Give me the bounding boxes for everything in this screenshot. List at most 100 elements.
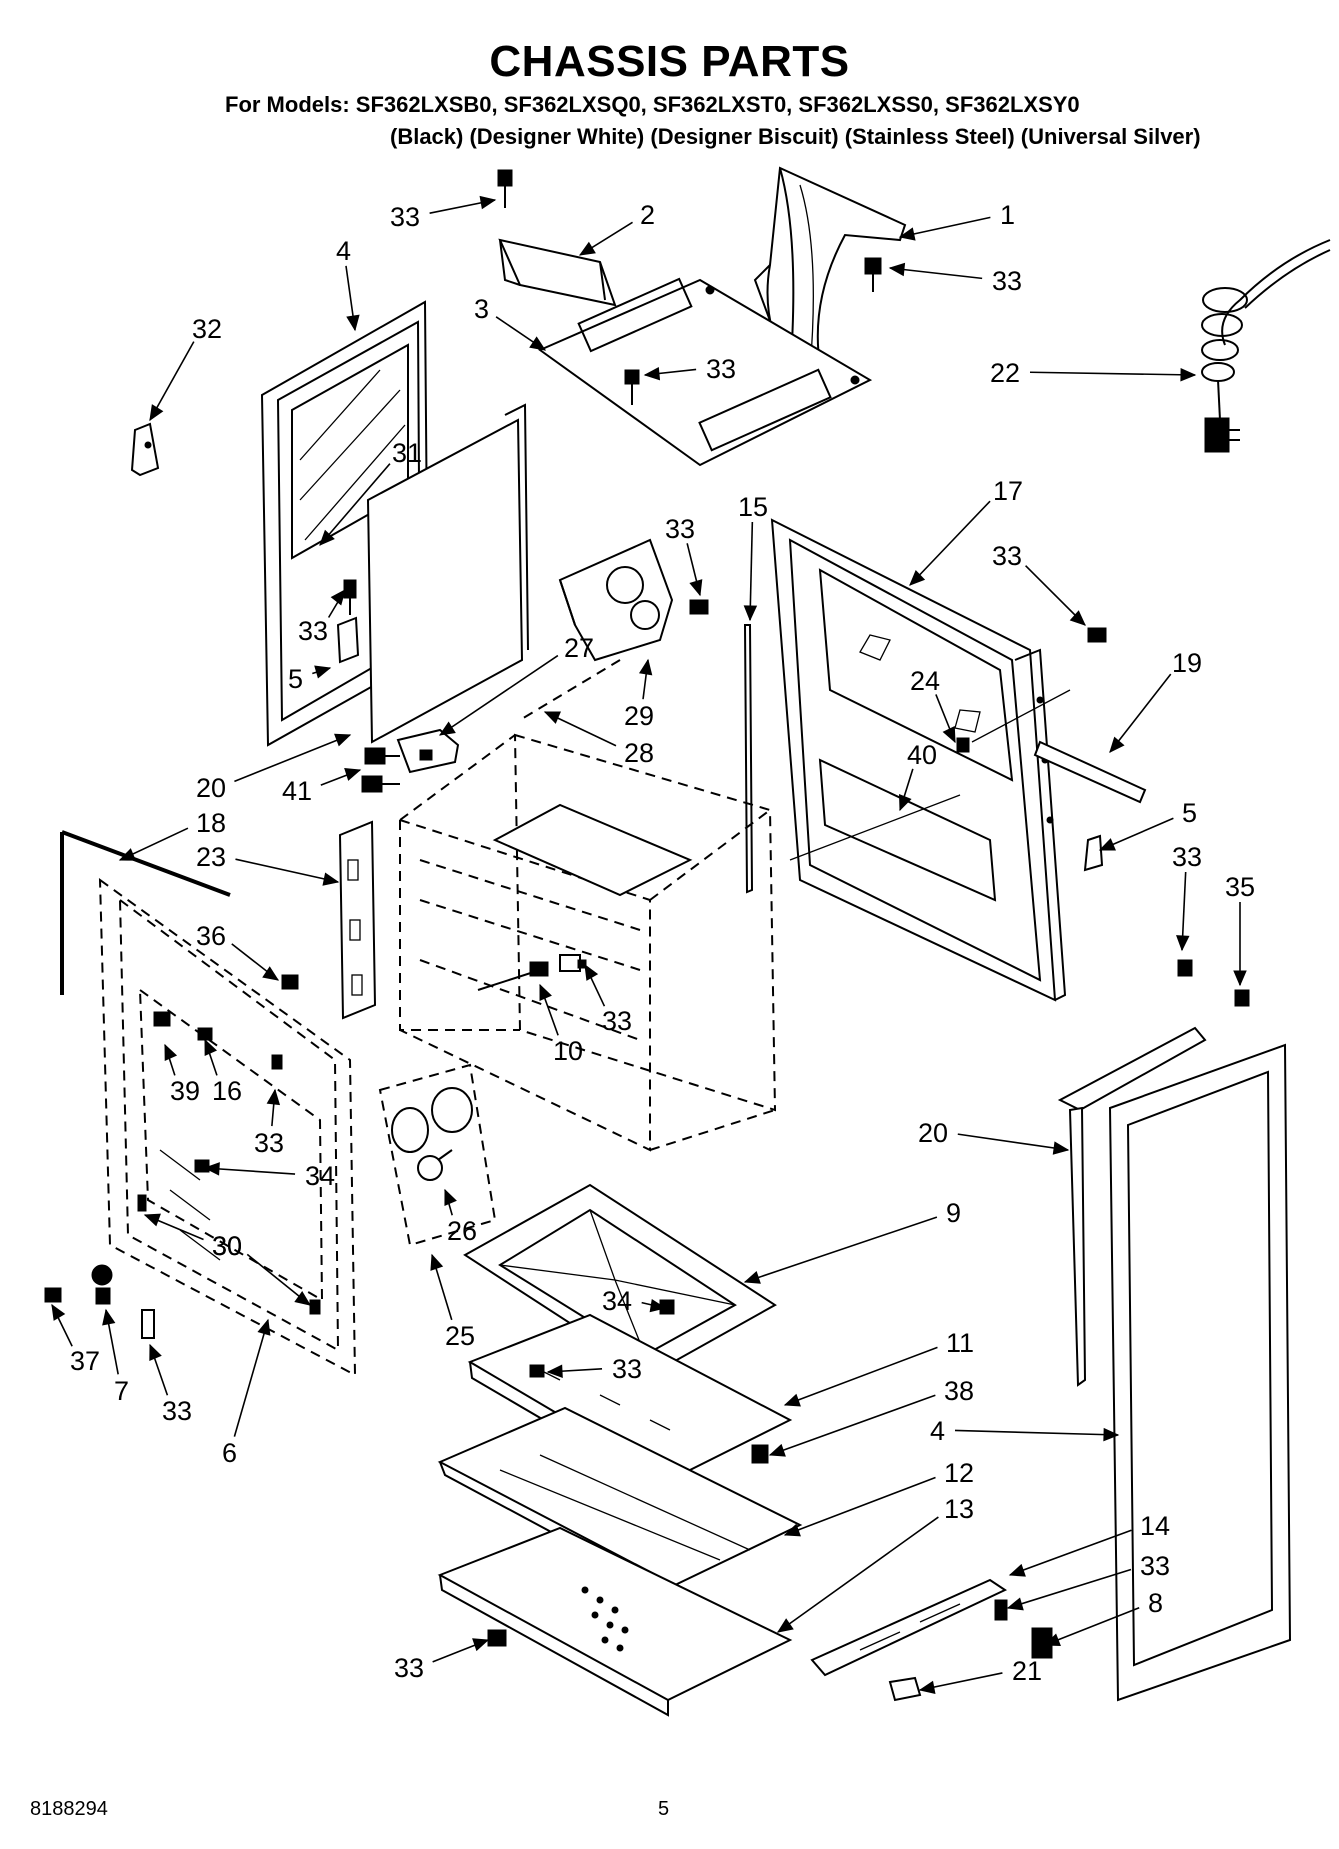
callout-label: 26 [447,1216,477,1246]
callout-33: 33 [546,1354,642,1384]
leader-arrowhead [1043,1633,1061,1647]
callout-9: 9 [743,1198,961,1284]
part-13-bottom-plate [437,1526,793,1717]
callout-25: 25 [430,1253,475,1351]
screw-33-rear [1087,627,1107,643]
leader-line [233,1319,269,1437]
callout-label: 6 [222,1438,237,1468]
part-32-bracket [130,422,160,477]
callout-label: 15 [738,492,768,522]
callout-label: 22 [990,358,1020,388]
callout-label: 33 [254,1128,284,1158]
callout-22: 22 [990,358,1197,388]
leader-arrowhead [1006,1597,1024,1611]
leader-arrowhead [898,227,916,241]
leader-arrowhead [1180,368,1197,382]
callout-7: 7 [102,1308,129,1406]
callout-label: 4 [336,236,351,266]
callout-1: 1 [898,200,1015,241]
part-6-front-frame [98,878,357,1377]
callout-29: 29 [624,658,654,731]
leader-line [234,734,351,783]
page-title: CHASSIS PARTS [489,37,850,86]
leader-arrowhead [257,1318,271,1336]
callout-14: 14 [1008,1511,1170,1577]
leader-arrowhead [149,404,164,422]
callout-20: 20 [196,733,352,803]
callout-33: 33 [149,1343,192,1426]
callout-label: 35 [1225,872,1255,902]
callout-label: 27 [564,633,594,663]
leader-arrowhead [319,529,335,546]
part-4-right-side-panel [1108,1043,1292,1702]
callout-label: 2 [640,200,655,230]
screw-34-frame [194,1159,210,1173]
leader-arrowhead [768,1443,786,1457]
callout-label: 19 [1172,648,1202,678]
leader-arrowhead [164,1043,178,1061]
leader-line [777,1516,939,1633]
leader-arrowhead [1008,1563,1026,1577]
callout-28: 28 [543,711,654,768]
callout-label: 13 [944,1494,974,1524]
callout-label: 41 [282,776,312,806]
callout-label: 32 [192,314,222,344]
guide-line-28 [519,659,621,721]
leader-arrowhead [334,733,352,747]
leader-arrowhead [1109,736,1125,753]
leader-arrowhead [638,658,653,676]
oven-cavity [399,733,777,1152]
callout-2: 2 [578,200,655,256]
callout-13: 13 [776,1494,974,1633]
leader-arrowhead [689,579,703,597]
leader-line [749,521,754,621]
callout-label: 40 [907,740,937,770]
leader-arrowhead [51,1303,66,1321]
part-25-igniter-group [378,1063,497,1247]
parts-37-7-33 [44,1264,155,1339]
callout-16: 16 [204,1038,242,1106]
callout-4: 4 [930,1416,1120,1446]
callout-label: 25 [445,1321,475,1351]
leader-arrowhead [1176,935,1190,952]
callout-label: 4 [930,1416,945,1446]
callout-label: 34 [305,1161,335,1191]
callout-21: 21 [918,1656,1042,1694]
leader-arrowhead [649,1298,667,1313]
callout-label: 38 [944,1376,974,1406]
callout-4: 4 [336,236,360,332]
leader-arrowhead [118,848,136,861]
callout-label: 20 [918,1118,948,1148]
leader-line [149,341,195,421]
callout-label: 30 [212,1231,242,1261]
leader-arrowhead [346,314,360,332]
callout-label: 33 [394,1653,424,1683]
leader-line [899,216,991,238]
leader-arrowhead [643,366,661,381]
callout-33: 33 [888,262,1022,296]
leader-arrowhead [266,1088,281,1106]
part-17-rear-panel [770,518,1067,1002]
leader-line [1109,673,1172,753]
callout-33: 33 [298,589,346,646]
leader-arrowhead [204,1038,218,1056]
part-14-rail [810,1578,1008,1677]
leader-arrowhead [322,872,340,886]
screw-33-top-panel [624,369,640,405]
callout-label: 18 [196,808,226,838]
leader-arrowhead [444,1188,457,1206]
screw-33-flue [864,257,882,292]
leader-line [235,858,339,883]
leader-arrowhead [1069,610,1086,626]
callout-11: 11 [783,1328,974,1407]
leader-arrowhead [776,1618,794,1633]
part-5-clip-right [1083,834,1104,872]
callout-8: 8 [1043,1588,1163,1647]
callout-label: 33 [612,1354,642,1384]
leader-arrowhead [330,589,346,606]
callout-label: 33 [992,541,1022,571]
callout-33: 33 [1006,1551,1170,1611]
leader-arrowhead [430,1253,444,1271]
callout-17: 17 [909,476,1023,586]
